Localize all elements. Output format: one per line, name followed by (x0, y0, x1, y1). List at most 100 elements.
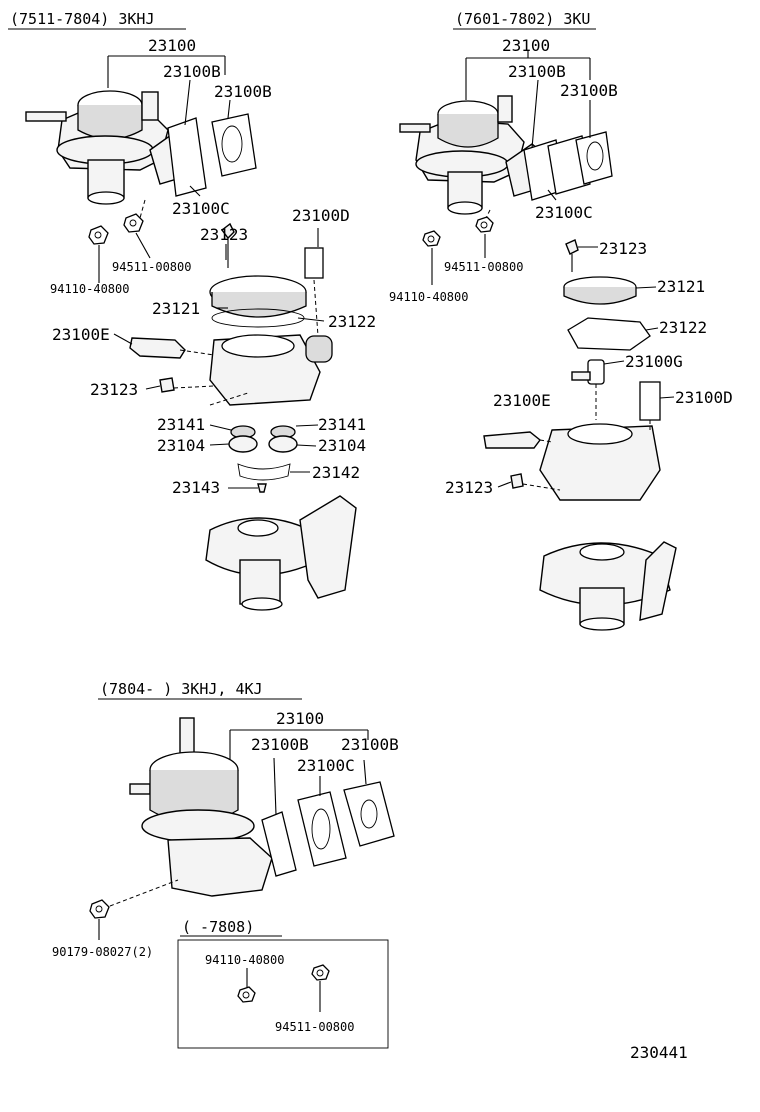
pump-flange (141, 809, 255, 843)
label-23100g: 23100G (625, 352, 683, 371)
fuel-pump-assembly-drawing (25, 90, 257, 205)
nut-94110-40800 (237, 986, 256, 1003)
label-23100b-b: 23100B (341, 735, 399, 754)
gasket-hole (360, 799, 378, 829)
section-header-top-left: (7511-7804) 3KHJ (10, 10, 155, 28)
label-23100b-a: 23100B (508, 62, 566, 81)
pump-bottom (87, 191, 125, 205)
label-23143: 23143 (172, 478, 220, 497)
nut-90179-08027 (89, 899, 110, 919)
pump-lower-body (167, 837, 273, 897)
leader (227, 99, 231, 119)
lower-body (239, 559, 281, 605)
leader (297, 317, 325, 322)
retainer-23142 (237, 463, 291, 481)
label-23141-right: 23141 (318, 415, 366, 434)
gasket-c-drawing (297, 791, 347, 867)
leader (296, 444, 317, 447)
leader (184, 79, 191, 126)
pump-outlet-fitting (141, 91, 159, 121)
label-23100: 23100 (502, 36, 550, 55)
nut-hole (94, 231, 102, 239)
leader (135, 232, 151, 259)
housing-chamber (221, 334, 295, 358)
nut-94511-00800 (123, 213, 144, 233)
housing-chamber (567, 423, 633, 445)
fitting-23100d (304, 247, 324, 279)
leader (209, 443, 230, 446)
nut-hole (427, 235, 435, 243)
housing-port (305, 335, 333, 363)
label-23100d: 23100D (675, 388, 733, 407)
lever-bracket (639, 541, 677, 621)
leader (295, 424, 319, 427)
inset-header: ( -7808) (182, 918, 254, 936)
label-23122: 23122 (328, 312, 376, 331)
fitting-23100d (639, 381, 661, 421)
dashed-guide (485, 209, 491, 219)
screw-23123-side (159, 377, 175, 393)
gasket-hole (586, 141, 604, 171)
label-94110-40800: 94110-40800 (205, 953, 284, 967)
leader (497, 481, 512, 488)
leader (635, 286, 657, 289)
label-94110-40800: 94110-40800 (389, 290, 468, 304)
leader (145, 385, 161, 390)
screw-23143 (257, 483, 267, 493)
leader (189, 185, 201, 197)
nut-hole (316, 969, 324, 977)
label-23123-side: 23123 (445, 478, 493, 497)
label-23100c: 23100C (535, 203, 593, 222)
leader (659, 396, 675, 399)
nut-hole (242, 991, 250, 999)
dashed-guide (313, 279, 319, 337)
label-90179-08027: 90179-08027(2) (52, 945, 153, 959)
nut-94110-40800 (88, 225, 109, 245)
leader (209, 424, 232, 431)
dashed-guide (173, 385, 215, 389)
pump-upper-housing (539, 425, 661, 501)
label-23100d: 23100D (292, 206, 350, 225)
gasket-b2-drawing (575, 131, 613, 185)
fitting-23100g-pipe (571, 371, 591, 381)
label-23123-top: 23123 (599, 239, 647, 258)
gasket-23122 (567, 317, 651, 351)
label-23104-left: 23104 (157, 436, 205, 455)
pump-outlet-fitting (497, 95, 513, 123)
leader (547, 189, 557, 201)
inset-box: ( -7808) 94110-40800 94511-00800 (177, 918, 389, 1049)
gasket-b2-drawing (343, 781, 395, 847)
gasket-b2-drawing (211, 113, 257, 177)
gasket-b-drawing (167, 117, 207, 197)
inlet-23100e (129, 337, 186, 359)
label-23100c: 23100C (297, 756, 355, 775)
nut-94511-00800 (475, 216, 494, 233)
label-94110-40800: 94110-40800 (50, 282, 129, 296)
label-23100: 23100 (276, 709, 324, 728)
dashed-guide (109, 879, 179, 907)
leader (363, 759, 367, 785)
dashed-guide (139, 199, 146, 219)
leader (531, 79, 539, 149)
lower-body-bottom (241, 597, 283, 611)
label-94511-00800: 94511-00800 (444, 260, 523, 274)
label-94511-00800: 94511-00800 (112, 260, 191, 274)
nut-94110-40800 (422, 230, 441, 247)
cover-rim (563, 287, 637, 305)
fuel-pump-assembly-drawing-late (129, 717, 395, 897)
label-23122: 23122 (659, 318, 707, 337)
leader (603, 360, 625, 365)
outlet-pipe (179, 717, 195, 755)
section-top-right: (7601-7802) 3KU 23100 23100B 23100B 2310 (389, 10, 733, 631)
label-23123-top: 23123 (200, 225, 248, 244)
label-23121: 23121 (152, 299, 200, 318)
label-23100b-a: 23100B (163, 62, 221, 81)
valve-body-23104-left (228, 435, 258, 453)
label-23104-right: 23104 (318, 436, 366, 455)
lever-bracket (299, 495, 357, 599)
label-23100b-b: 23100B (214, 82, 272, 101)
label-23100b-a: 23100B (251, 735, 309, 754)
figure-number: 230441 (630, 1043, 688, 1062)
label-23123-side: 23123 (90, 380, 138, 399)
